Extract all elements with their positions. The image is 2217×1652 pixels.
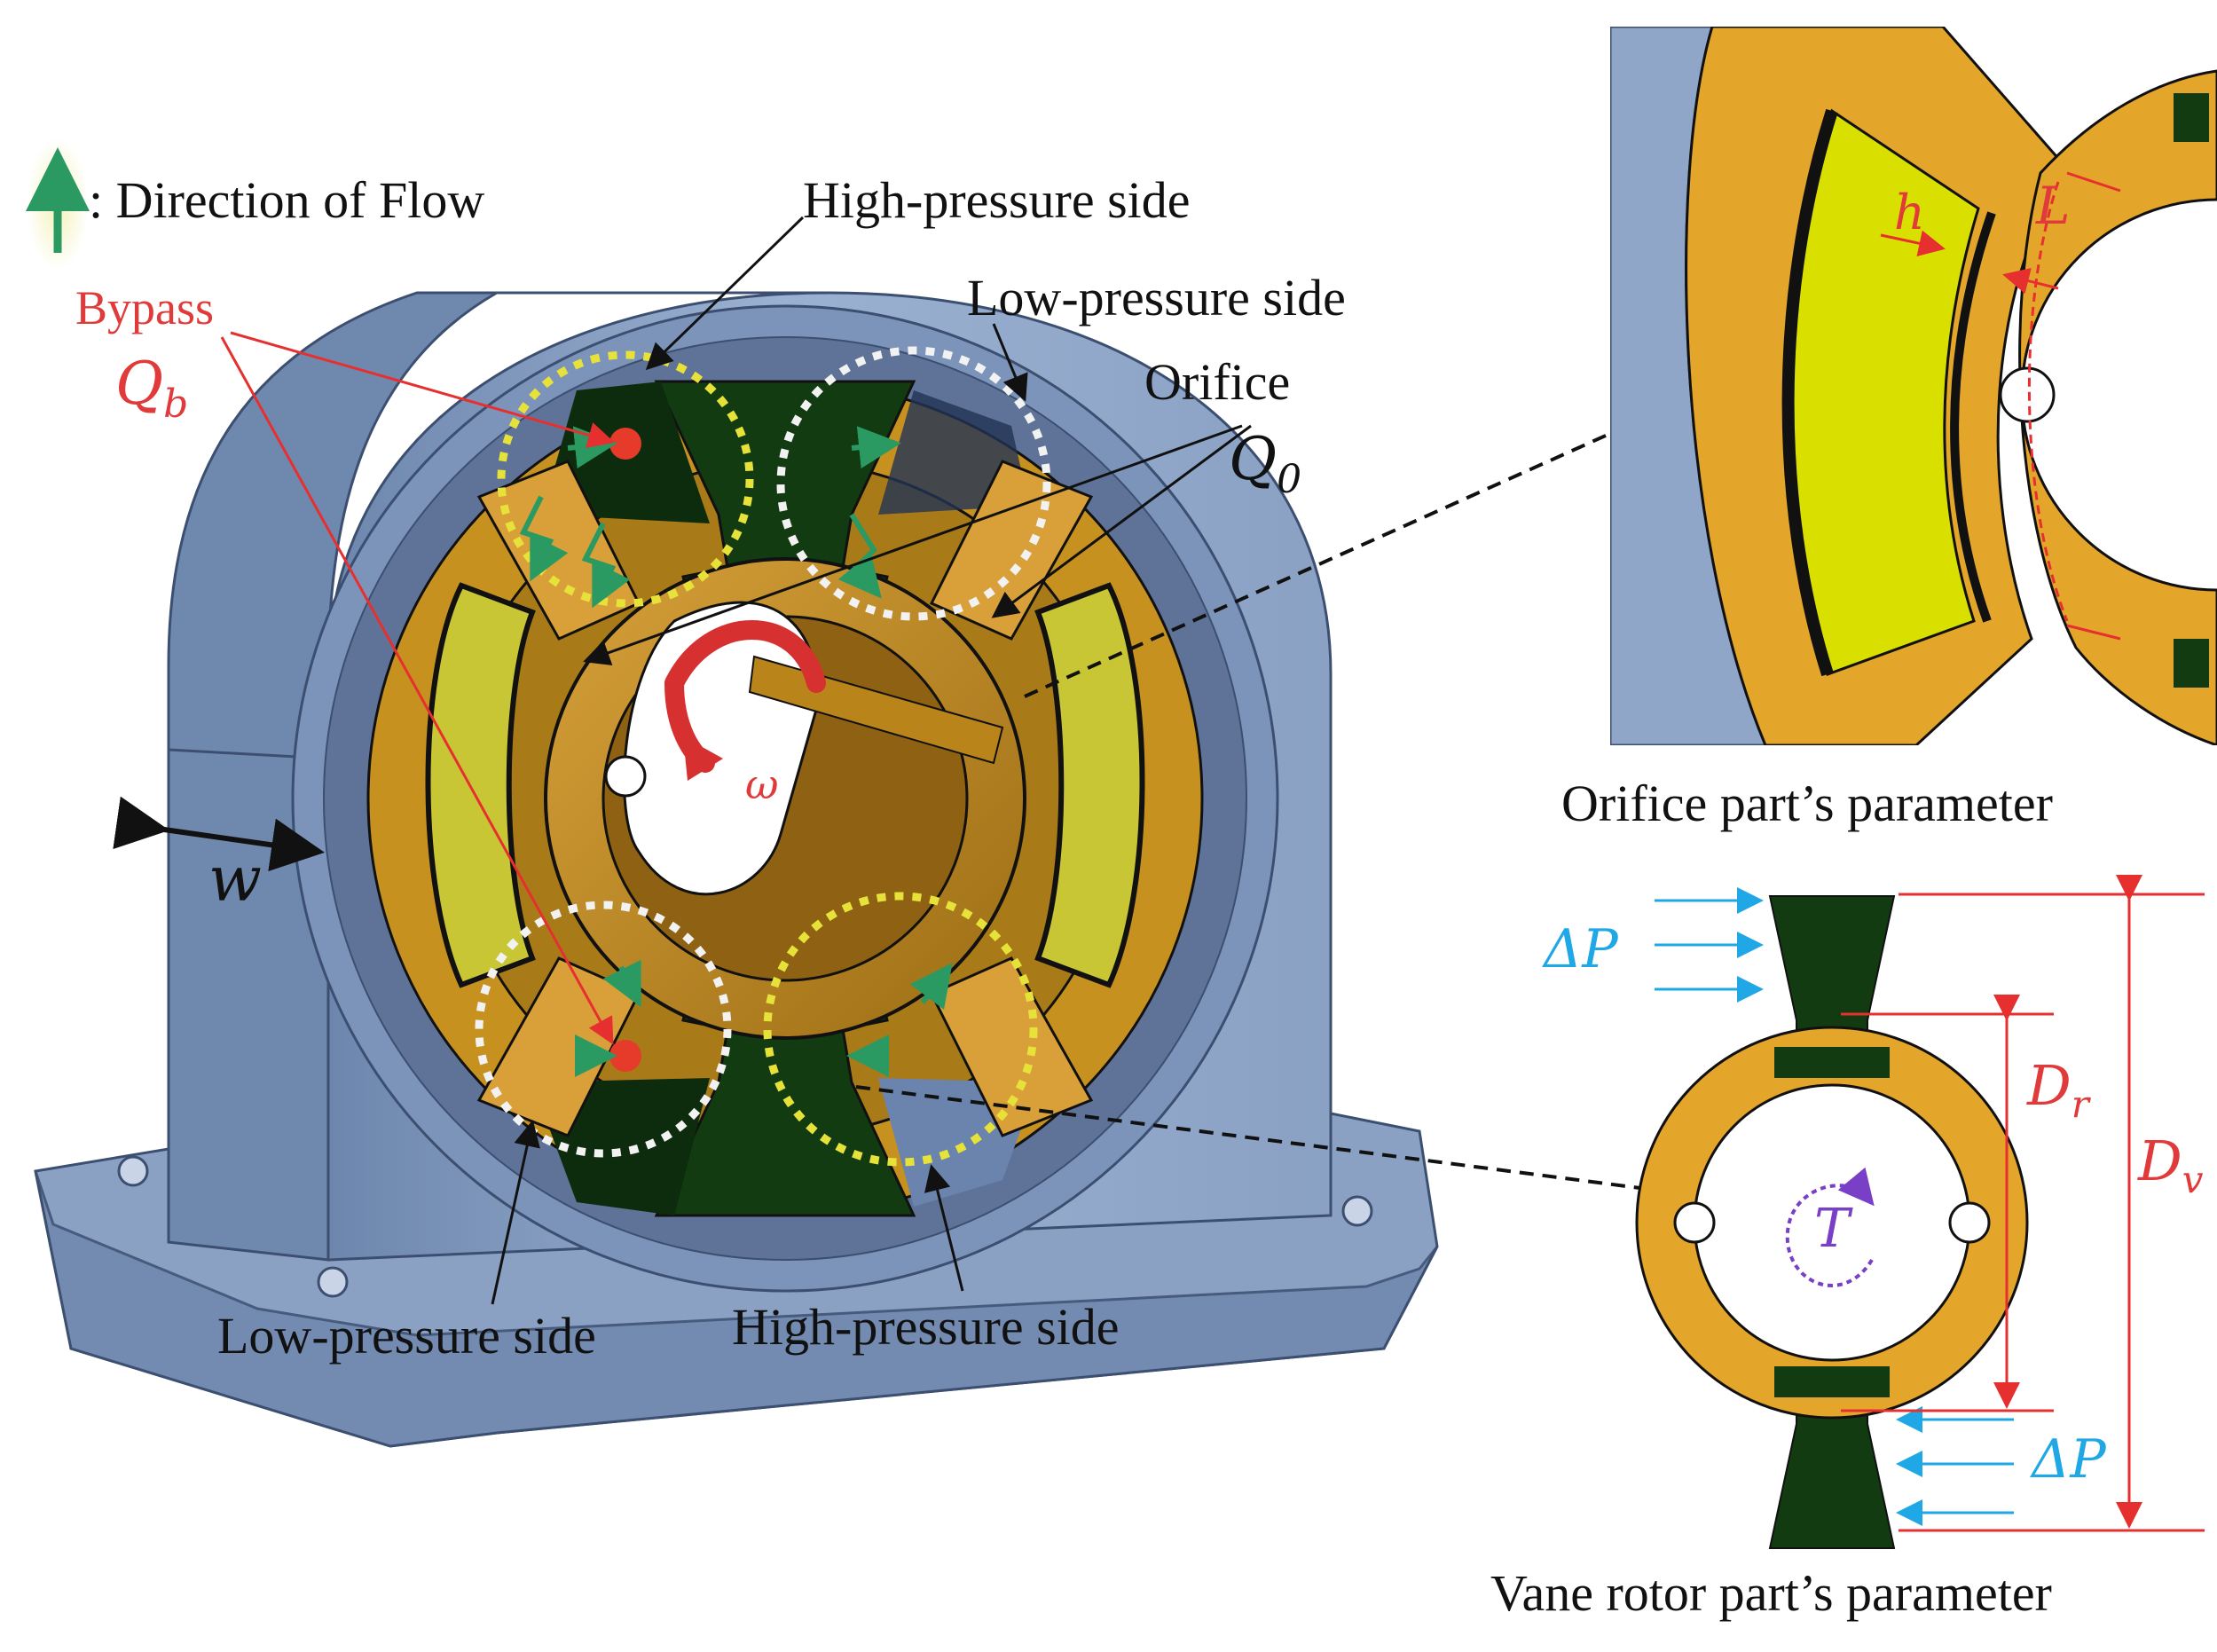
width-symbol: w [208,843,262,916]
leader-bypass-bottom [220,336,614,1045]
base-plate-front [34,1170,1439,1448]
vane-detail: T ΔP ΔP Dr Dv Vane rotor part’s paramet [1490,875,2205,1622]
bypass-point-bottom [609,1040,641,1072]
orifice-gap-curve [1950,211,1996,623]
torque-symbol: T [1814,1198,1853,1260]
orifice-keyway [1999,366,2056,423]
torque-arrow [1785,1167,1875,1287]
svg-text:Q0: Q0 [1229,425,1301,502]
vane-detail-keyway-right [1948,1201,1991,1244]
vane-detail-keyway-left [1673,1201,1716,1244]
vane-dia-symbol: Dv [2137,1129,2204,1201]
leader-low-pressure-top [992,323,1028,402]
orifice-gap-symbol: h [1894,185,1925,240]
keyway [604,755,647,798]
leader-high-pressure-top [645,216,805,371]
omega-symbol: ω [745,760,779,808]
chamber-right [1034,582,1145,988]
orifice-flow-sub: 0 [1277,457,1301,502]
orifice-vane-stub-bottom [2174,639,2209,688]
low-pressure-zone-bottom [475,901,732,1158]
high-pressure-zone-top [497,350,754,608]
label-orifice: Orifice [1144,353,1290,411]
vane-detail-vane-top-insert [1774,1047,1890,1078]
orifice-gap-arrow-left [1880,230,1946,257]
orifice-detail: h L Orifice part’s parameter [1561,27,2217,832]
rotor-dia-symbol: Dr [2026,1053,2092,1126]
orifice-flow-base: Q [1229,425,1277,493]
label-bypass: Bypass [75,281,214,334]
leader-orifice-left [583,424,1243,666]
rotor-dia-base: D [2026,1053,2072,1118]
main-labels: High-pressure side Low-pressure side Ori… [75,171,1822,1365]
label-low-pressure-bottom: Low-pressure side [217,1307,596,1365]
orifice-length-tick-bottom [2066,624,2121,641]
vane-detail-vane-bottom-insert [1774,1366,1890,1397]
bypass-flow-base: Q [115,350,163,418]
orifice-detail-caption: Orifice part’s parameter [1561,775,2053,832]
bolt-hole [317,1266,349,1298]
label-high-pressure-bottom: High-pressure side [732,1298,1120,1356]
orifice-length-arc [2027,181,2069,622]
pressure-arrows-bottom [1896,1406,2014,1526]
link-to-orifice-detail [1024,400,1680,698]
leader-low-pressure-bottom [491,1120,540,1305]
svg-text:Dv: Dv [2137,1129,2204,1201]
bypass-flow-symbol: Qb [115,350,188,427]
leader-high-pressure-bottom [924,1164,964,1292]
bypass-flow-sub: b [163,382,188,427]
flow-arrows [519,426,953,1077]
vane-dia-sub: v [2182,1158,2204,1201]
high-pressure-zone-bottom [763,892,1038,1167]
orifice-length-tick-top [2066,171,2121,193]
legend: : Direction of Flow [25,138,484,271]
label-high-pressure-top: High-pressure side [803,171,1191,229]
orifice-length-symbol: L [2035,176,2071,236]
low-pressure-zone-top [776,346,1051,621]
orifice-vane-stub-top [2174,93,2209,142]
damper-model [34,291,1439,1448]
legend-text: : Direction of Flow [89,171,484,229]
label-low-pressure-top: Low-pressure side [967,269,1346,326]
bypass-point-top [609,428,641,460]
vane-detail-caption: Vane rotor part’s parameter [1490,1564,2052,1622]
bolt-hole [117,1155,149,1187]
rotation-arrowhead [683,736,723,781]
leader-bypass-top [230,331,615,448]
svg-text:Dr: Dr [2026,1053,2092,1126]
rotor-dia-sub: r [2072,1082,2092,1126]
bolt-hole [1341,1195,1373,1227]
vane-dia-base: D [2137,1129,2182,1193]
orifice-flow-symbol: Q0 [1229,425,1301,502]
pressure-arrows-top [1655,887,1764,1003]
pressure-label-top: ΔP [1542,918,1619,980]
svg-text:Qb: Qb [115,350,188,427]
leader-orifice-right [991,424,1252,618]
orifice-gap-arrow-right [2002,267,2059,295]
orifice-chamber-edge [1781,108,1838,677]
stator-block-right-top [929,460,1094,641]
width-dimension [113,796,325,872]
pressure-label-bottom: ΔP [2030,1428,2107,1491]
